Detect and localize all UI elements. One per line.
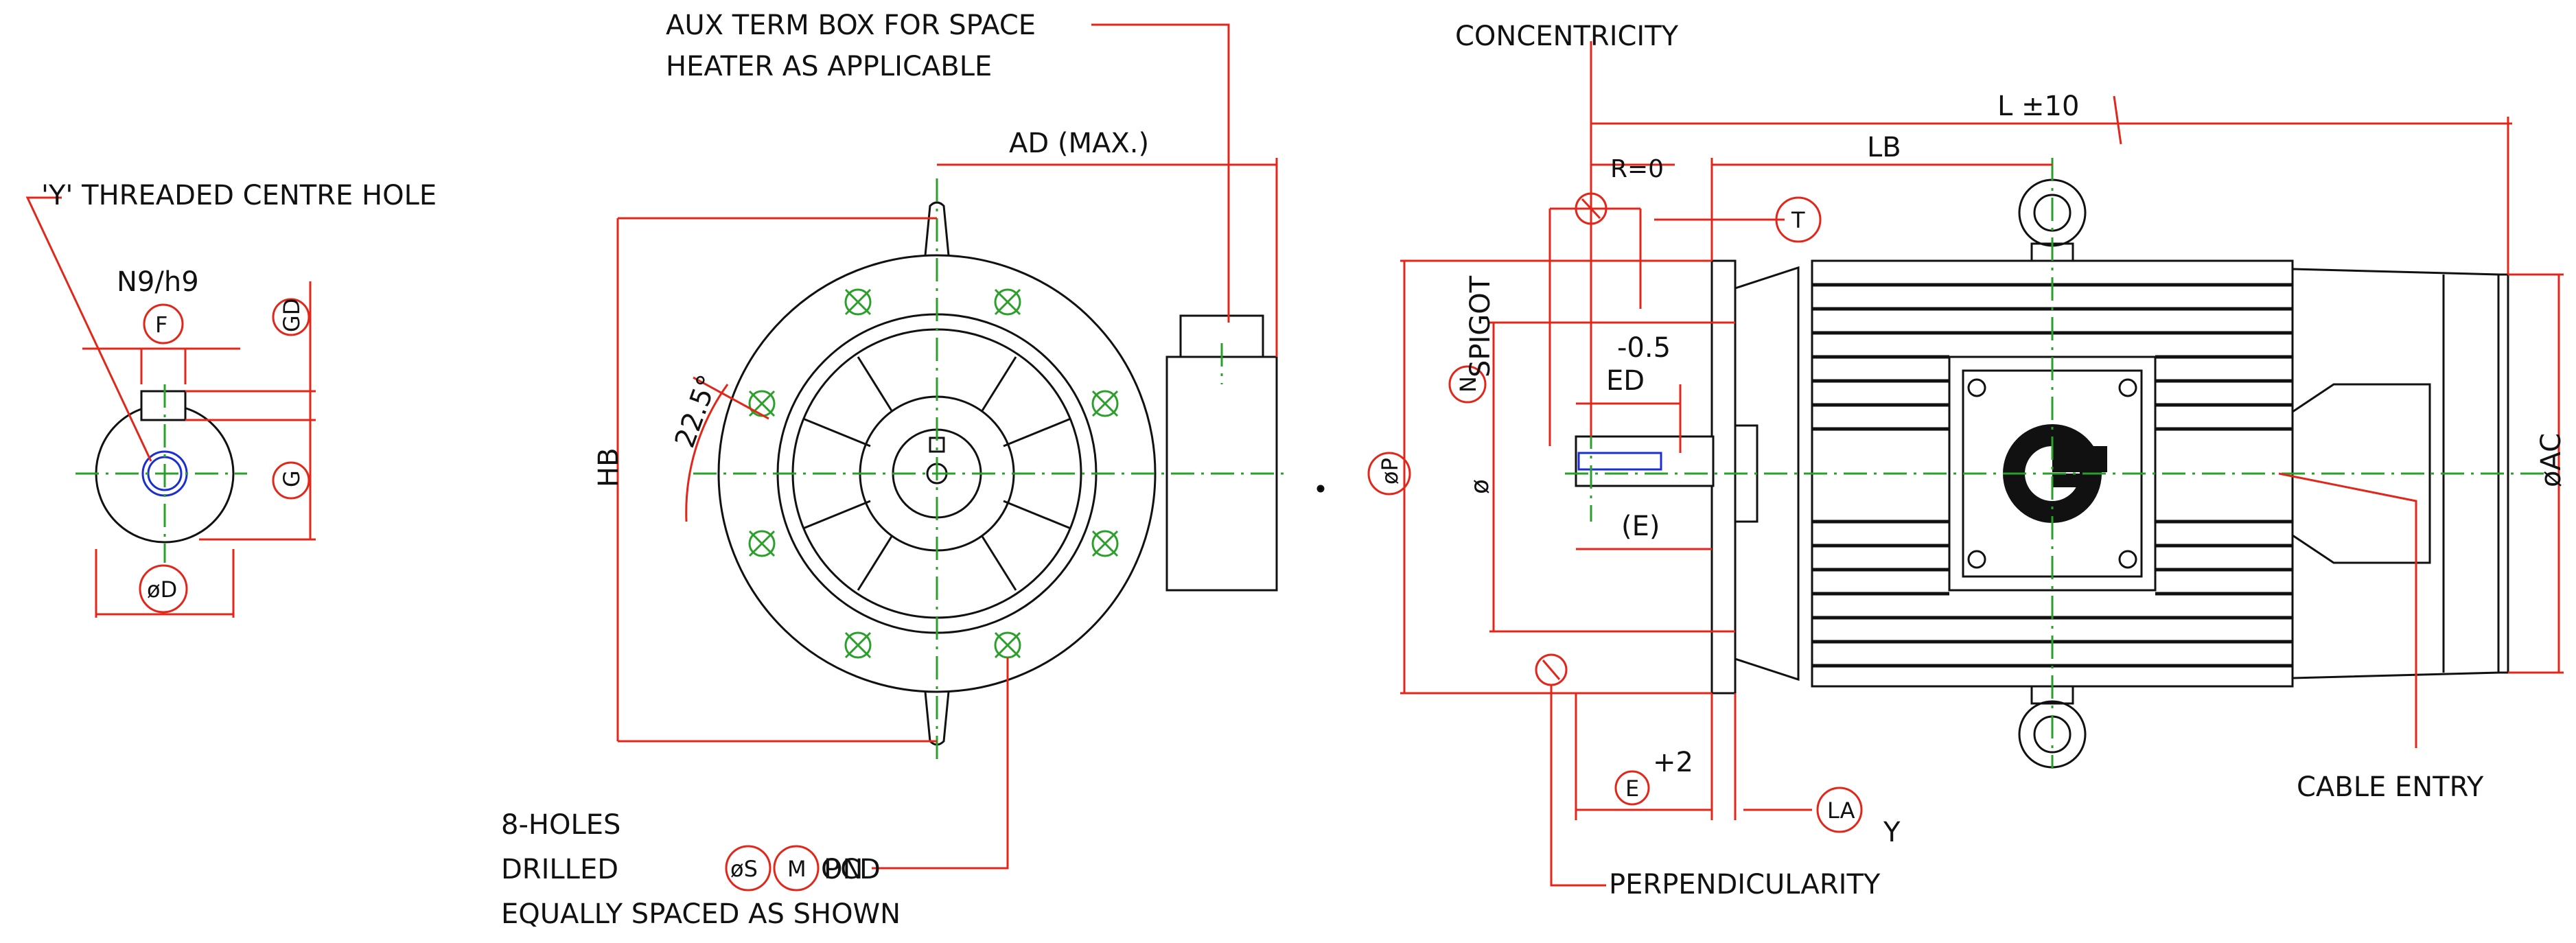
n-prefix-label: ø — [1466, 479, 1494, 494]
m-label: M — [787, 856, 807, 882]
top-lug — [924, 201, 950, 256]
bolt-hole — [748, 390, 776, 417]
flange-outer — [717, 254, 1157, 693]
bolt-holes — [748, 288, 1119, 659]
concentricity-symbol — [1575, 192, 1608, 225]
ed-tol-label: -0.5 — [1617, 332, 1671, 364]
n-label: N — [1455, 376, 1481, 393]
motor-side-view — [1367, 41, 2564, 887]
m-balloon-ring — [773, 845, 820, 892]
g-label: G — [279, 470, 305, 487]
f-balloon — [143, 303, 184, 345]
annotations: 'Y' THREADED CENTRE HOLE N9/h9 F GD G øD… — [41, 10, 2567, 930]
angle-arc — [685, 384, 729, 522]
shaft-key — [140, 390, 187, 421]
ac-label: øAC — [2536, 433, 2567, 487]
flange-front-view — [616, 23, 1325, 892]
bolt-hole — [748, 530, 776, 557]
on-label: ON — [821, 854, 863, 885]
n-balloon — [1448, 365, 1487, 404]
angle-ray — [693, 376, 769, 420]
shaft-section-view — [25, 196, 316, 618]
shaft-thread — [1577, 452, 1662, 471]
la-label: LA — [1827, 798, 1855, 824]
pcd-label: PCD — [824, 854, 881, 885]
gd-balloon — [272, 298, 310, 336]
aux-leader — [1091, 23, 1230, 323]
bolt-hole — [844, 288, 872, 316]
threaded-hole-label: 'Y' THREADED CENTRE HOLE — [41, 180, 437, 211]
lid-screw — [1967, 550, 1986, 569]
view-mark — [1316, 485, 1325, 493]
e-tol-label: +2 — [1653, 747, 1693, 778]
end-shield — [1734, 266, 1800, 682]
concentricity-label: CONCENTRICITY — [1455, 21, 1679, 52]
d-label: øD — [147, 577, 177, 603]
la-balloon — [1816, 787, 1863, 833]
g-balloon — [272, 461, 310, 500]
spokes — [802, 356, 1071, 591]
t-balloon — [1775, 196, 1822, 243]
p-label: øP — [1377, 458, 1403, 485]
t-label: T — [1791, 207, 1805, 233]
ad-label: AD (MAX.) — [1009, 128, 1149, 159]
y-label: Y — [1883, 817, 1901, 848]
hb-label: HB — [593, 447, 625, 487]
cable-entry-label: CABLE ENTRY — [2297, 771, 2484, 803]
perpendicularity-leader — [1550, 685, 1606, 887]
lid-screw — [1967, 378, 1986, 397]
ed-label: ED — [1606, 365, 1645, 397]
bolt-hole — [1091, 530, 1119, 557]
holes-label-line1: 8-HOLES — [501, 809, 620, 841]
perpendicularity-slash — [1542, 660, 1561, 680]
spigot-label: SPIGOT — [1465, 275, 1496, 377]
l-label: L ±10 — [1997, 91, 2079, 122]
shaft-side — [1575, 435, 1715, 487]
aux-label-line2: HEATER AS APPLICABLE — [666, 51, 992, 82]
cowl-vents — [2292, 383, 2431, 564]
l-leader — [2113, 95, 2122, 145]
e-paren-label: (E) — [1621, 511, 1660, 542]
f-label: F — [155, 312, 167, 338]
gd-label: GD — [279, 299, 305, 332]
aux-label-line1: AUX TERM BOX FOR SPACE — [666, 10, 1036, 41]
perpendicularity-label: PERPENDICULARITY — [1609, 869, 1881, 900]
bolt-hole — [994, 631, 1021, 659]
s-label: øS — [730, 856, 758, 882]
key-tolerance-label: N9/h9 — [117, 266, 199, 298]
drilled-label: DRILLED — [501, 854, 618, 885]
threaded-hole-leader — [25, 196, 152, 462]
holes-label-line3: EQUALLY SPACED AS SHOWN — [501, 898, 901, 930]
side-flange-plate — [1710, 259, 1737, 695]
e-balloon — [1614, 770, 1650, 806]
holes-leader — [872, 657, 1009, 870]
cable-entry-leader — [2278, 472, 2417, 748]
angle-label: 22.5° — [669, 371, 725, 452]
d-balloon — [139, 564, 188, 614]
lid-screw — [2118, 550, 2137, 569]
s-balloon — [725, 845, 771, 892]
concentricity-slash — [1581, 198, 1601, 220]
bolt-hole — [1091, 390, 1119, 417]
lb-label: LB — [1867, 132, 1901, 163]
bolt-hole — [994, 288, 1021, 316]
p-balloon — [1367, 452, 1411, 496]
r-label: R=0 — [1610, 155, 1664, 183]
bolt-hole — [844, 631, 872, 659]
lid-screw — [2118, 378, 2137, 397]
e-label: E — [1625, 776, 1639, 802]
